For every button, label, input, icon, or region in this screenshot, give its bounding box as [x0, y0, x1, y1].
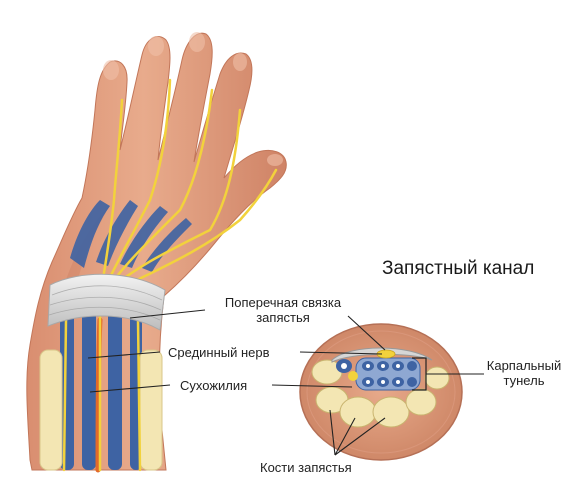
label-median-nerve: Срединный нерв — [168, 345, 270, 360]
label-carpal-bones: Кости запястья — [260, 460, 352, 475]
diagram-title: Запястный канал — [382, 258, 534, 280]
label-carpal-tunnel-line1: Карпальный — [484, 358, 564, 373]
label-ligament-line2: запястья — [198, 310, 368, 325]
label-carpal-tunnel-line2: тунель — [484, 373, 564, 388]
label-carpal-tunnel: Карпальный тунель — [484, 358, 564, 388]
wrist-cross-section — [300, 324, 462, 460]
label-ligament: Поперечная связка запястья — [198, 295, 368, 325]
label-tendons: Сухожилия — [180, 378, 247, 393]
label-ligament-line1: Поперечная связка — [198, 295, 368, 310]
hand-illustration — [27, 32, 286, 470]
